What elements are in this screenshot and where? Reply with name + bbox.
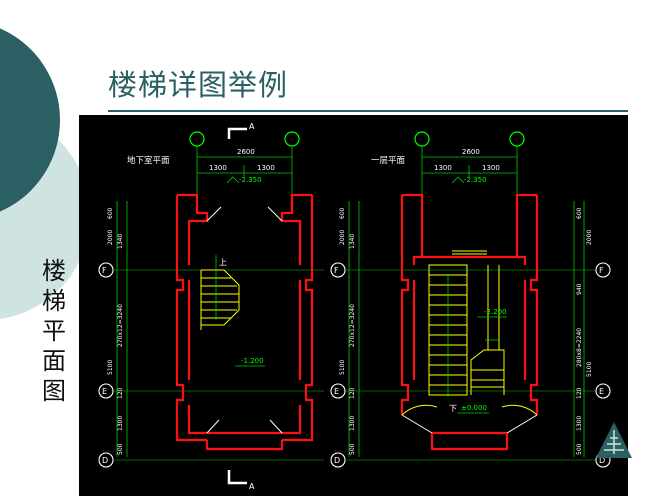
door-swing	[501, 404, 538, 416]
axis-bubble	[284, 131, 300, 147]
half-width-dim: 1300	[209, 164, 227, 172]
overall-width-dim: 2600	[237, 148, 255, 156]
top-level-mark: -2.350	[239, 176, 262, 184]
axis-label: F	[599, 266, 604, 275]
dim-text: 120	[117, 387, 124, 399]
axis-bubble	[189, 131, 205, 147]
dim-text: 1300	[349, 416, 356, 431]
dim-text: 5100	[107, 360, 114, 375]
slide-title: 楼梯详图举例	[108, 68, 289, 102]
axis-label: E	[102, 387, 107, 396]
dim-text: 2000	[586, 230, 593, 245]
stair-walls	[175, 193, 314, 451]
dim-text: 2000	[107, 230, 114, 245]
axis-bubble	[414, 131, 430, 147]
left-plan: A 地下室平面 2600 1300 1300 -2.350 600 2000 1…	[98, 122, 324, 491]
stair-plan-drawing: A 地下室平面 2600 1300 1300 -2.350 600 2000 1…	[98, 122, 611, 491]
dim-text: 1300	[117, 416, 124, 431]
section-mark-label: A	[249, 122, 255, 131]
axis-label: E	[334, 387, 339, 396]
deco-teal-circle	[0, 28, 60, 212]
dim-text: 270x12=3240	[117, 304, 124, 347]
side-label-char: 楼	[42, 257, 66, 285]
dim-text: 1300	[576, 416, 583, 431]
dim-text: 1340	[349, 234, 356, 249]
mid-level-mark: -1.200	[241, 357, 264, 365]
dim-text: 600	[107, 207, 114, 219]
dim-text: 600	[339, 207, 346, 219]
up-label: 上	[219, 258, 227, 267]
dim-text: 940	[576, 283, 583, 295]
dim-text: 500	[576, 443, 583, 455]
side-label-char: 面	[42, 347, 66, 375]
right-plan-title: 一层平面	[371, 156, 406, 166]
right-plan: 一层平面 2600 1300 1300 -2.350 600 2000 1340…	[330, 131, 611, 468]
title-underline	[108, 110, 628, 112]
dim-text: 120	[349, 387, 356, 399]
dim-text: 120	[576, 387, 583, 399]
down-label: 下	[449, 404, 457, 413]
corner-logo-icon	[596, 422, 632, 458]
dim-text: 5100	[339, 360, 346, 375]
dim-text: 500	[349, 443, 356, 455]
axis-label: F	[102, 266, 107, 275]
overall-width-dim: 2600	[462, 148, 480, 156]
dim-text: 1340	[117, 234, 124, 249]
section-mark-label: A	[249, 482, 255, 491]
floor-level-mark: ±0.000	[461, 404, 487, 412]
axis-label: E	[599, 387, 604, 396]
dim-text: 500	[117, 443, 124, 455]
half-width-dim: 1300	[434, 164, 452, 172]
axis-label: D	[599, 456, 605, 465]
mid-level-mark: -2.200	[484, 308, 507, 316]
side-label-char: 平	[42, 317, 66, 345]
door-swing	[401, 404, 438, 416]
axis-label: F	[334, 266, 339, 275]
axis-bubble	[509, 131, 525, 147]
half-width-dim: 1300	[257, 164, 275, 172]
side-label: 楼 梯 平 面 图	[38, 256, 70, 406]
section-mark-bottom	[227, 470, 247, 485]
top-level-mark: -2.350	[464, 176, 487, 184]
half-width-dim: 1300	[482, 164, 500, 172]
stair-treads	[200, 269, 240, 330]
dim-text: 280x8=2240	[576, 328, 583, 367]
left-plan-title: 地下室平面	[127, 155, 170, 166]
dim-text: 2000	[339, 230, 346, 245]
axis-label: D	[334, 456, 340, 465]
side-label-char: 梯	[42, 287, 66, 315]
axis-label: D	[102, 456, 108, 465]
dim-text: 5100	[586, 362, 593, 377]
dim-text: 270x12=3240	[349, 304, 356, 347]
section-mark-top	[227, 127, 247, 139]
stair-walls	[400, 193, 539, 451]
stair-treads	[428, 264, 505, 396]
dim-text: 600	[576, 207, 583, 219]
cad-drawing-panel: A 地下室平面 2600 1300 1300 -2.350 600 2000 1…	[79, 115, 628, 496]
side-label-char: 图	[42, 377, 66, 405]
